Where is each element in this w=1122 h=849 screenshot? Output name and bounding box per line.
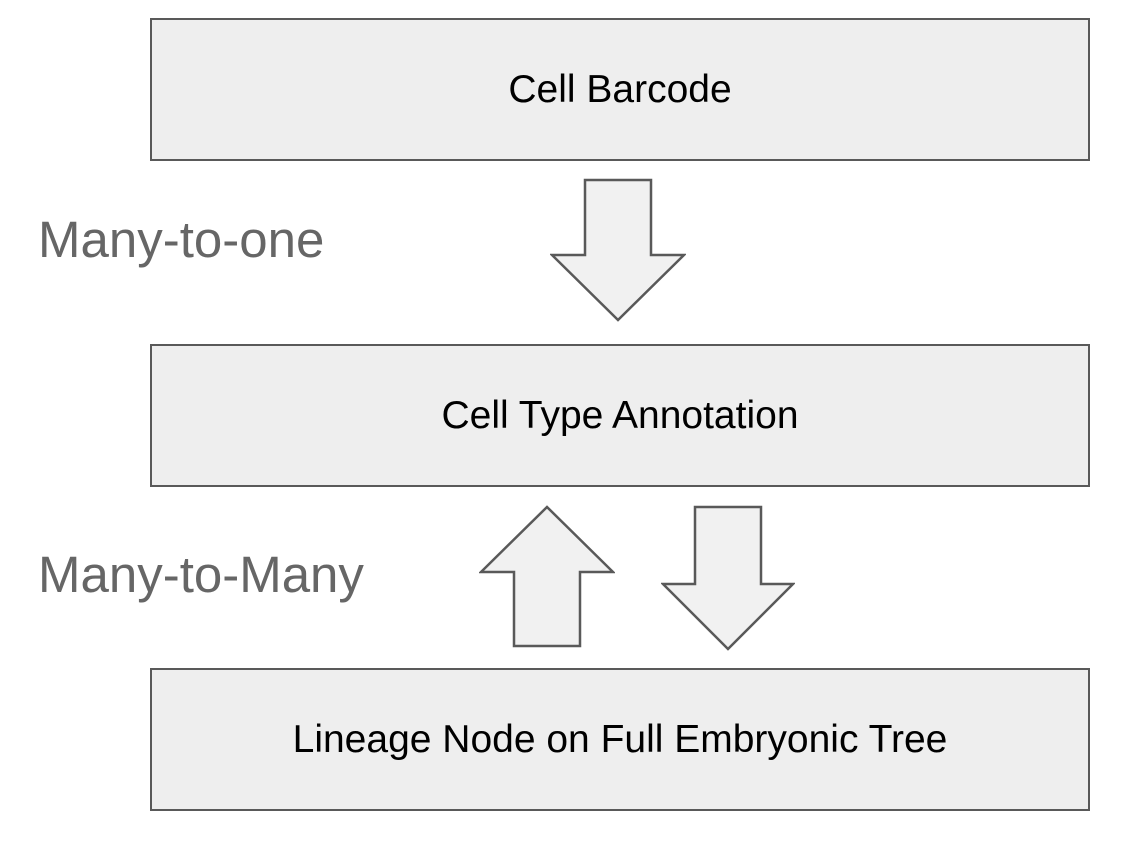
relation-label-many-to-many: Many-to-Many xyxy=(38,546,364,603)
up-arrow-icon xyxy=(479,505,615,648)
relation-label-many-to-one: Many-to-one xyxy=(38,211,325,268)
down-arrow-icon xyxy=(661,505,795,651)
down-arrow-icon xyxy=(550,178,686,322)
node-cell-barcode: Cell Barcode xyxy=(150,18,1090,161)
node-lineage-node-label: Lineage Node on Full Embryonic Tree xyxy=(292,717,948,761)
node-cell-type-annotation-label: Cell Type Annotation xyxy=(441,393,799,437)
node-lineage-node-full-embryonic-tree: Lineage Node on Full Embryonic Tree xyxy=(150,668,1090,811)
node-cell-type-annotation: Cell Type Annotation xyxy=(150,344,1090,487)
node-cell-barcode-label: Cell Barcode xyxy=(508,67,732,111)
